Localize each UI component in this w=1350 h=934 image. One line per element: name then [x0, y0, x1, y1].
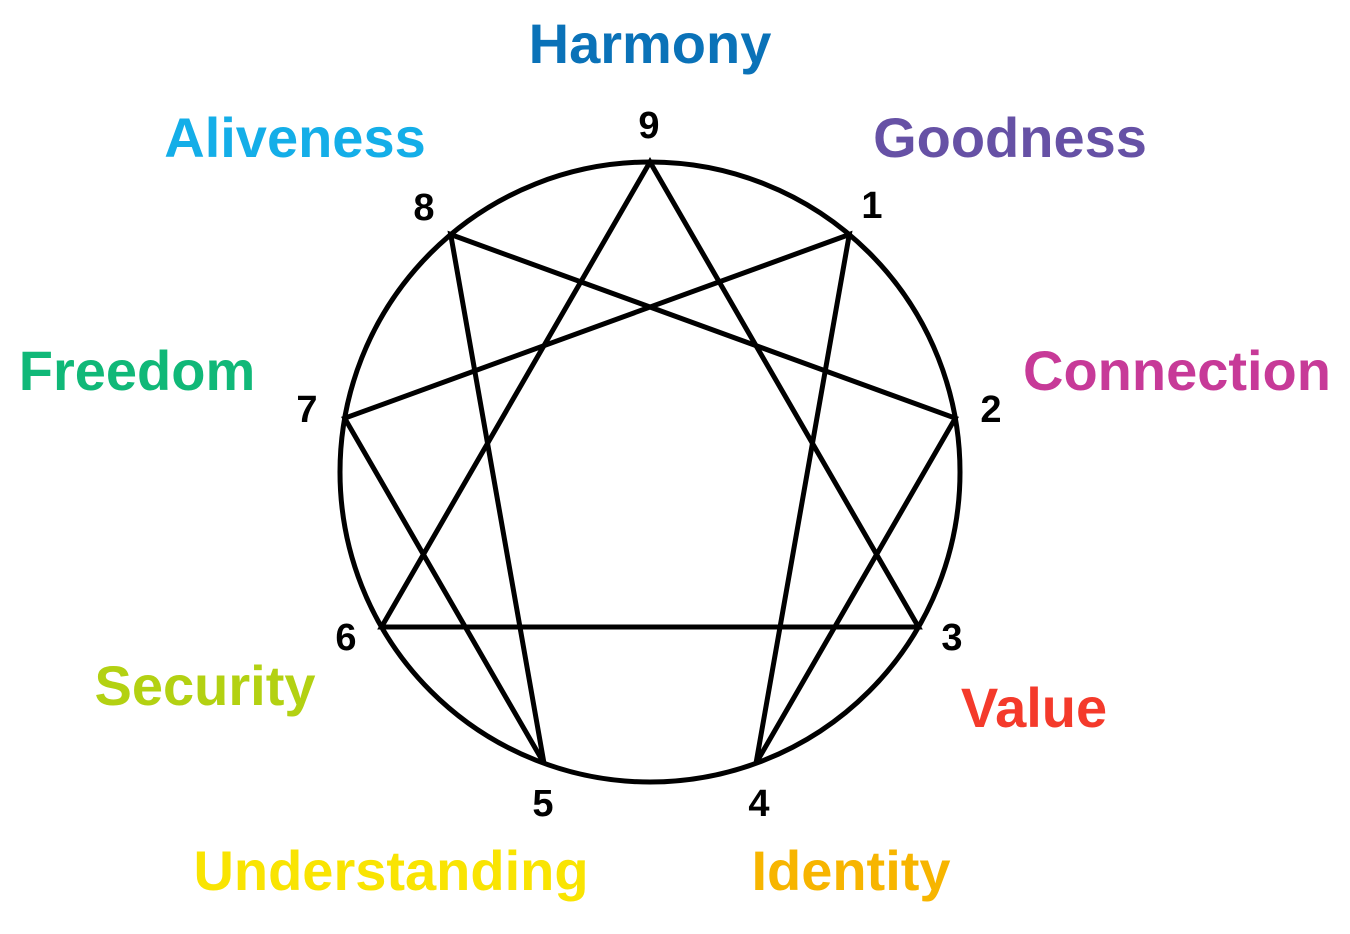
- label-freedom: Freedom: [19, 339, 256, 402]
- point-number-5: 5: [532, 783, 553, 825]
- enneagram-circle: [337, 159, 963, 785]
- label-identity: Identity: [751, 839, 950, 902]
- inner-triangle: [377, 157, 923, 630]
- point-number-2: 2: [980, 389, 1001, 431]
- inner-hexad: [341, 230, 959, 765]
- label-goodness: Goodness: [873, 106, 1147, 169]
- point-number-8: 8: [413, 187, 434, 229]
- label-understanding: Understanding: [193, 839, 588, 902]
- point-number-1: 1: [861, 185, 882, 227]
- label-security: Security: [95, 654, 316, 717]
- point-number-4: 4: [748, 783, 769, 825]
- label-harmony: Harmony: [529, 12, 772, 75]
- point-number-6: 6: [335, 617, 356, 659]
- label-value: Value: [961, 676, 1107, 739]
- point-number-7: 7: [296, 389, 317, 431]
- label-connection: Connection: [1023, 339, 1331, 402]
- point-number-9: 9: [638, 105, 659, 147]
- point-number-3: 3: [941, 617, 962, 659]
- label-aliveness: Aliveness: [164, 106, 426, 169]
